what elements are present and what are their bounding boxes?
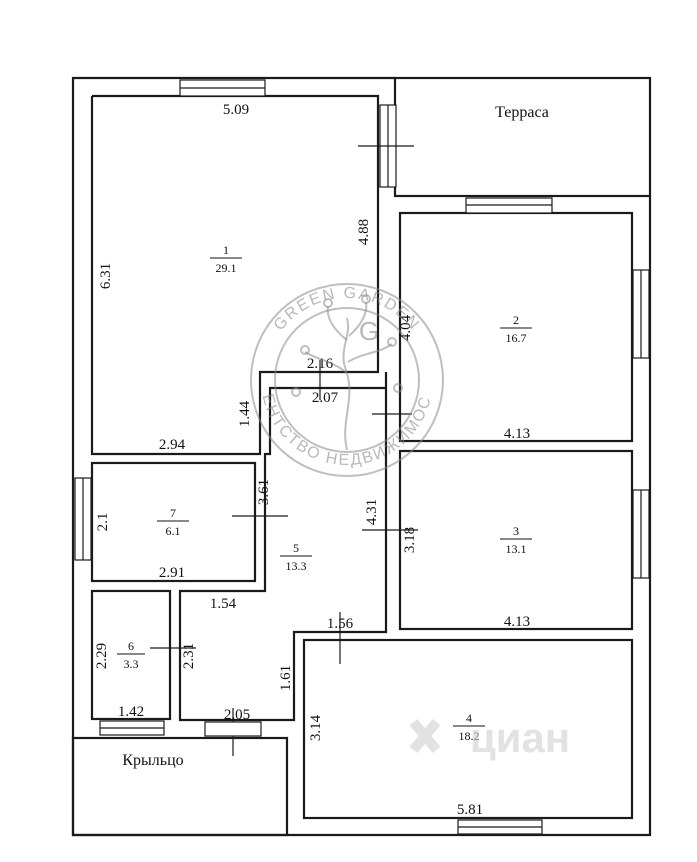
dim-r7-bottom: 2.91: [159, 565, 185, 581]
room-1-walls: [90, 94, 380, 456]
room-4-area: 18.2: [459, 729, 480, 743]
dimensions: 5.09 6.31 4.88 2.94 2.16 2.07 1.44 4.04 …: [94, 102, 530, 818]
room-5-walls: [178, 372, 388, 722]
dim-r3-left: 3.18: [402, 527, 418, 553]
room-3-tag: 3 13.1: [500, 524, 532, 556]
dim-r4-left: 3.14: [308, 714, 324, 741]
room-6-area: 3.3: [124, 657, 139, 671]
dim-hall-mid: 2.07: [312, 390, 339, 406]
dim-r6-left: 2.29: [94, 643, 110, 669]
cian-logo: циан: [409, 714, 570, 761]
porch-label: Крыльцо: [122, 752, 183, 769]
dim-r2-bottom: 4.13: [504, 426, 530, 442]
room-4-tag: 4 18.2: [453, 711, 485, 743]
dim-r1-left: 6.31: [98, 263, 114, 289]
watermark-logo-letter: G: [359, 316, 381, 346]
tree-icon: [291, 294, 403, 451]
dim-r7-left: 2.1: [95, 513, 111, 532]
green-garden-watermark: GREEN GARDEN АГЕНТСТВО НЕДВИЖИМОСТИ G: [0, 0, 444, 477]
room-6-walls: [90, 589, 172, 721]
room-2-walls: [398, 211, 634, 443]
room-1-area: 29.1: [216, 261, 237, 275]
room-6-number: 6: [128, 639, 134, 653]
dim-entry: 2.05: [224, 707, 250, 723]
room-5-number: 5: [293, 541, 299, 555]
porch-outline: [71, 736, 289, 837]
dim-r1-right: 4.88: [356, 219, 372, 245]
door-marks: [150, 145, 418, 756]
room-2-tag: 2 16.7: [500, 313, 532, 345]
room-7-walls: [90, 461, 257, 583]
dim-r1-top: 5.09: [223, 102, 249, 118]
room-walls: [71, 94, 634, 837]
dim-r4-bottom: 5.81: [457, 802, 483, 818]
dim-hall-top: 2.16: [307, 356, 334, 372]
dim-corridor: 4.31: [364, 499, 380, 525]
room-7-area: 6.1: [166, 524, 181, 538]
dim-r5-top-right: 1.56: [327, 616, 354, 632]
room-2-number: 2: [513, 313, 519, 327]
dim-r3-bottom: 4.13: [504, 614, 530, 630]
room-7-number: 7: [170, 506, 176, 520]
dim-hall-wall: 1.44: [237, 400, 253, 427]
terrace-outline: [393, 76, 652, 198]
terrace-label: Терраса: [495, 104, 549, 121]
dim-r1-bottom: 2.94: [159, 437, 186, 453]
cian-icon: [409, 718, 441, 754]
room-6-tag: 6 3.3: [117, 639, 145, 671]
room-5-area: 13.3: [286, 559, 307, 573]
room-3-walls: [398, 449, 634, 631]
room-1-tag: 1 29.1: [210, 243, 242, 275]
room-5-tag: 5 13.3: [280, 541, 312, 573]
cian-logo-text: циан: [470, 714, 570, 761]
room-4-number: 4: [466, 711, 472, 725]
room-3-number: 3: [513, 524, 519, 538]
dim-r7-right: 3.61: [256, 479, 272, 505]
dim-r5-step: 1.54: [210, 596, 237, 612]
room-4-walls: [302, 638, 634, 820]
room-7-tag: 7 6.1: [157, 506, 189, 538]
room-2-area: 16.7: [506, 331, 527, 345]
dim-r6-bottom: 1.42: [118, 704, 144, 720]
room-3-area: 13.1: [506, 542, 527, 556]
dim-r5-right: 1.61: [278, 665, 294, 691]
room-1-number: 1: [223, 243, 229, 257]
dim-r6-right: 2.31: [181, 643, 197, 669]
